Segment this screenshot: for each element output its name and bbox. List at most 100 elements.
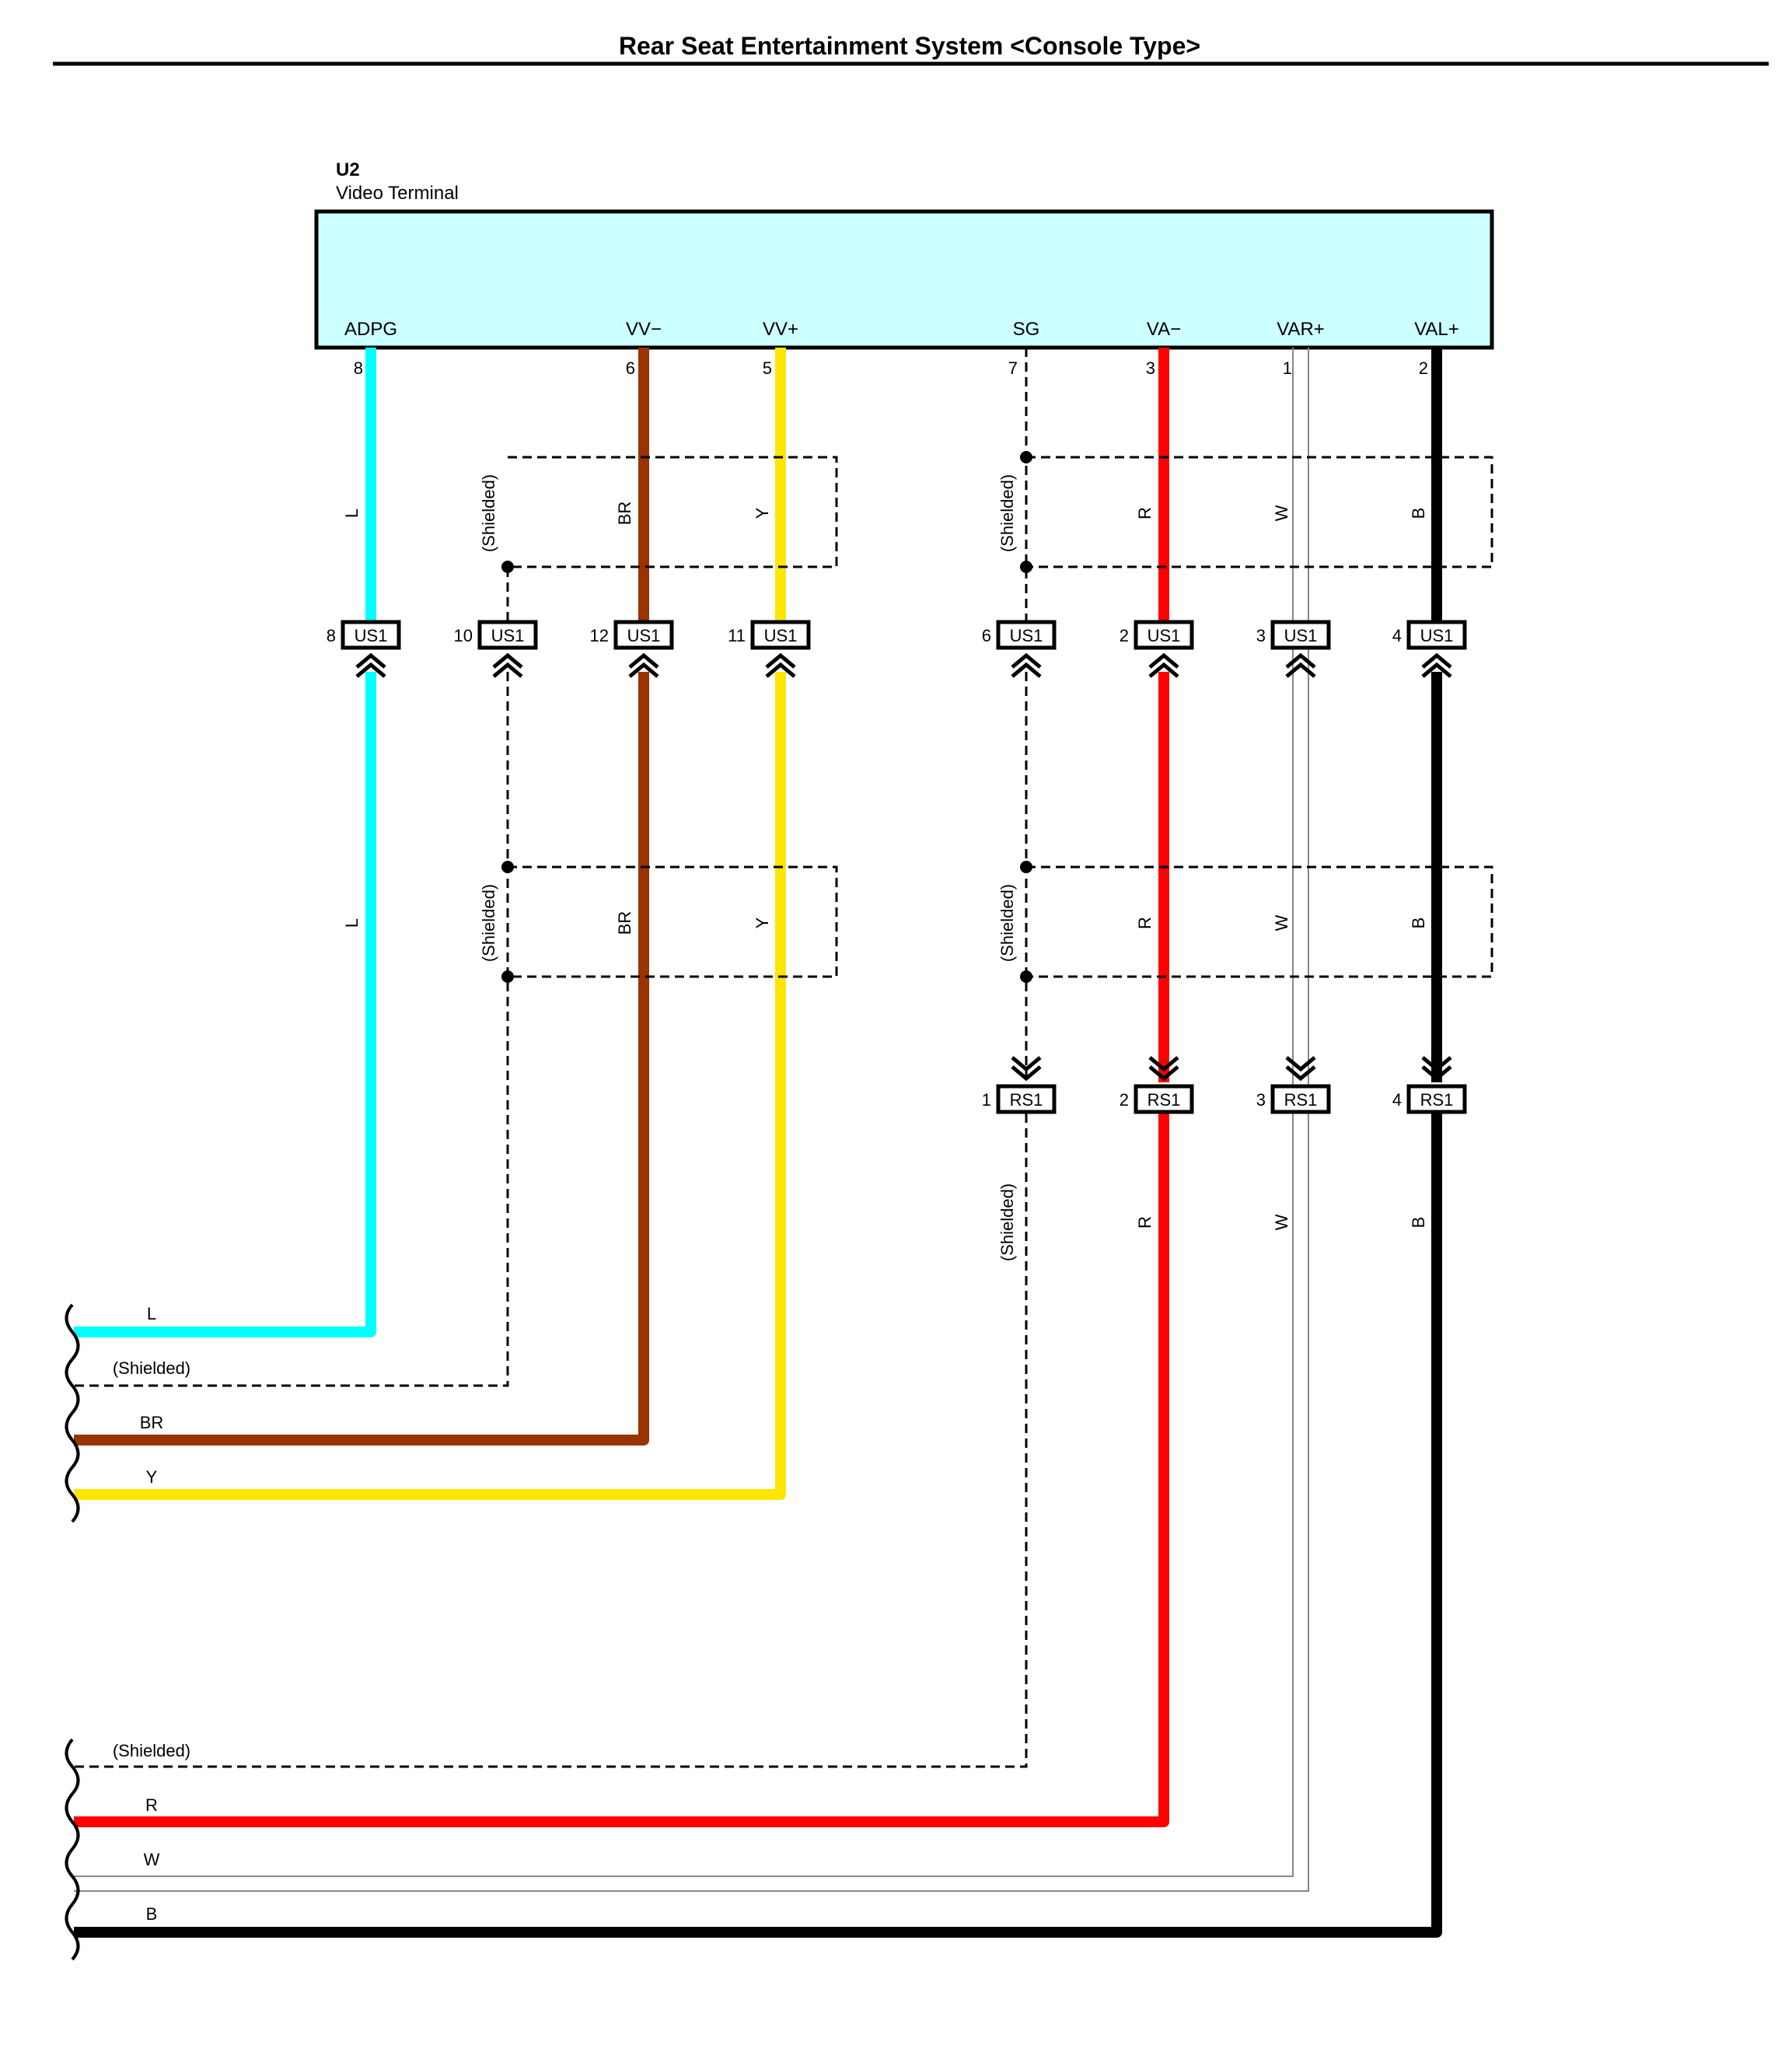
- component-id: U2: [336, 159, 360, 180]
- us1-pin-number: 12: [590, 626, 609, 645]
- label-l-lower: L: [342, 918, 362, 928]
- junction-dot: [501, 861, 514, 873]
- rs1-label: RS1: [1148, 1090, 1181, 1110]
- us1-pin-number: 11: [728, 626, 746, 645]
- junction-dot: [1020, 970, 1032, 983]
- label-br-lower: BR: [615, 911, 634, 935]
- us1-label: US1: [491, 626, 525, 645]
- break-mark: [65, 1466, 80, 1523]
- label-shielded-lower-video: (Shielded): [479, 884, 498, 962]
- label-b-lower: B: [1409, 918, 1428, 929]
- label-r-lower: R: [1135, 917, 1154, 929]
- terminal-var-plus: VAR+: [1277, 319, 1325, 340]
- pin-val-plus: 2: [1419, 358, 1428, 378]
- wire-l: [74, 348, 376, 1337]
- rs1-pin-1: RS1 1: [982, 1056, 1057, 1114]
- rs1-label: RS1: [1284, 1090, 1318, 1110]
- us1-pin-number: 8: [327, 626, 336, 645]
- terminal-vv-plus: VV+: [763, 319, 798, 340]
- label-l-upper: L: [342, 509, 362, 518]
- us1-pin-number: 3: [1256, 626, 1266, 645]
- label-shielded-upper-audio: (Shielded): [997, 474, 1017, 552]
- break-mark: [65, 1792, 80, 1851]
- left-label-b: B: [146, 1904, 158, 1924]
- junction-dot: [501, 970, 514, 983]
- junction-dots: [501, 451, 1032, 983]
- pin-adpg: 8: [354, 358, 363, 378]
- diagram-title: Rear Seat Entertainment System <Console …: [619, 32, 1200, 60]
- shield-box-video-upper: [508, 456, 838, 568]
- rs1-pin-number: 3: [1256, 1090, 1266, 1110]
- us1-pin-number: 10: [454, 626, 473, 645]
- us1-label: US1: [627, 626, 661, 645]
- wire-y: [74, 348, 786, 1500]
- label-shielded-lower-audio: (Shielded): [997, 884, 1017, 962]
- us1-label: US1: [764, 626, 798, 645]
- rs1-pin-3: RS1 3: [1256, 1056, 1331, 1114]
- wire-r: [74, 348, 1169, 1827]
- pin-sg: 7: [1008, 358, 1018, 378]
- label-b-rs1: B: [1409, 1217, 1428, 1229]
- label-shielded-upper-video: (Shielded): [479, 474, 498, 552]
- us1-pin-3: US1 3: [1256, 620, 1331, 678]
- label-w-upper: W: [1272, 505, 1291, 521]
- left-label-y: Y: [146, 1467, 158, 1487]
- break-mark: [65, 1411, 80, 1469]
- terminal-sg: SG: [1013, 319, 1040, 340]
- label-r-rs1: R: [1135, 1216, 1154, 1229]
- junction-dot: [1020, 861, 1032, 873]
- label-w-rs1: W: [1272, 1214, 1291, 1230]
- label-shielded-rs1: (Shielded): [997, 1183, 1017, 1261]
- component-name: Video Terminal: [336, 183, 459, 204]
- shield-box-audio-lower: [1026, 865, 1493, 978]
- junction-dot: [1020, 451, 1032, 463]
- left-label-shielded-video: (Shielded): [113, 1358, 190, 1378]
- us1-pin-6: US1 6: [982, 620, 1057, 678]
- label-w-lower: W: [1272, 914, 1291, 931]
- us1-label: US1: [1010, 626, 1043, 645]
- wire-break-marks: [65, 1303, 80, 1961]
- us1-pin-number: 4: [1392, 626, 1402, 645]
- break-mark: [65, 1738, 80, 1795]
- wire-b: [74, 348, 1442, 1938]
- left-label-br: BR: [140, 1413, 164, 1432]
- shield-box-video-lower: [508, 865, 838, 978]
- left-label-w: W: [144, 1850, 160, 1869]
- pin-vv-minus: 6: [626, 358, 635, 378]
- break-mark: [65, 1847, 80, 1906]
- rs1-pin-2: RS1 2: [1120, 1056, 1194, 1114]
- break-mark: [65, 1903, 80, 1961]
- label-b-upper: B: [1409, 508, 1428, 519]
- wire-shielded-video: [74, 568, 509, 1387]
- pin-vv-plus: 5: [763, 358, 772, 378]
- left-label-r: R: [145, 1795, 158, 1815]
- us1-label: US1: [1148, 626, 1181, 645]
- us1-connectors: US1 8 US1 10 US1 12 US1 11 US1 6: [327, 620, 1467, 678]
- label-y-upper: Y: [753, 507, 772, 519]
- us1-pin-number: 2: [1120, 626, 1129, 645]
- us1-label: US1: [1284, 626, 1318, 645]
- rs1-pin-number: 4: [1392, 1090, 1402, 1110]
- left-label-l: L: [147, 1304, 156, 1323]
- junction-dot: [1020, 561, 1032, 573]
- us1-pin-8: US1 8: [327, 620, 401, 678]
- rs1-label: RS1: [1010, 1090, 1043, 1110]
- terminal-val-plus: VAL+: [1414, 319, 1459, 340]
- left-label-shielded-audio: (Shielded): [113, 1741, 190, 1760]
- rs1-connectors: RS1 1 RS1 2 RS1 3 RS1 4: [982, 1056, 1467, 1114]
- wire-sg-shielded: [74, 348, 1028, 1768]
- us1-pin-12: US1 12: [590, 620, 674, 678]
- us1-pin-2: US1 2: [1120, 620, 1194, 678]
- wire-br: [74, 348, 649, 1445]
- pin-va-minus: 3: [1146, 358, 1155, 378]
- terminal-va-minus: VA−: [1147, 319, 1181, 340]
- junction-dot: [501, 561, 514, 573]
- shield-box-audio-upper: [1026, 456, 1493, 568]
- rs1-label: RS1: [1420, 1090, 1454, 1110]
- break-mark: [65, 1303, 80, 1361]
- rs1-pin-4: RS1 4: [1392, 1056, 1467, 1114]
- label-r-upper: R: [1135, 507, 1154, 519]
- rs1-pin-number: 2: [1120, 1090, 1129, 1110]
- shield-boxes: [508, 456, 1493, 978]
